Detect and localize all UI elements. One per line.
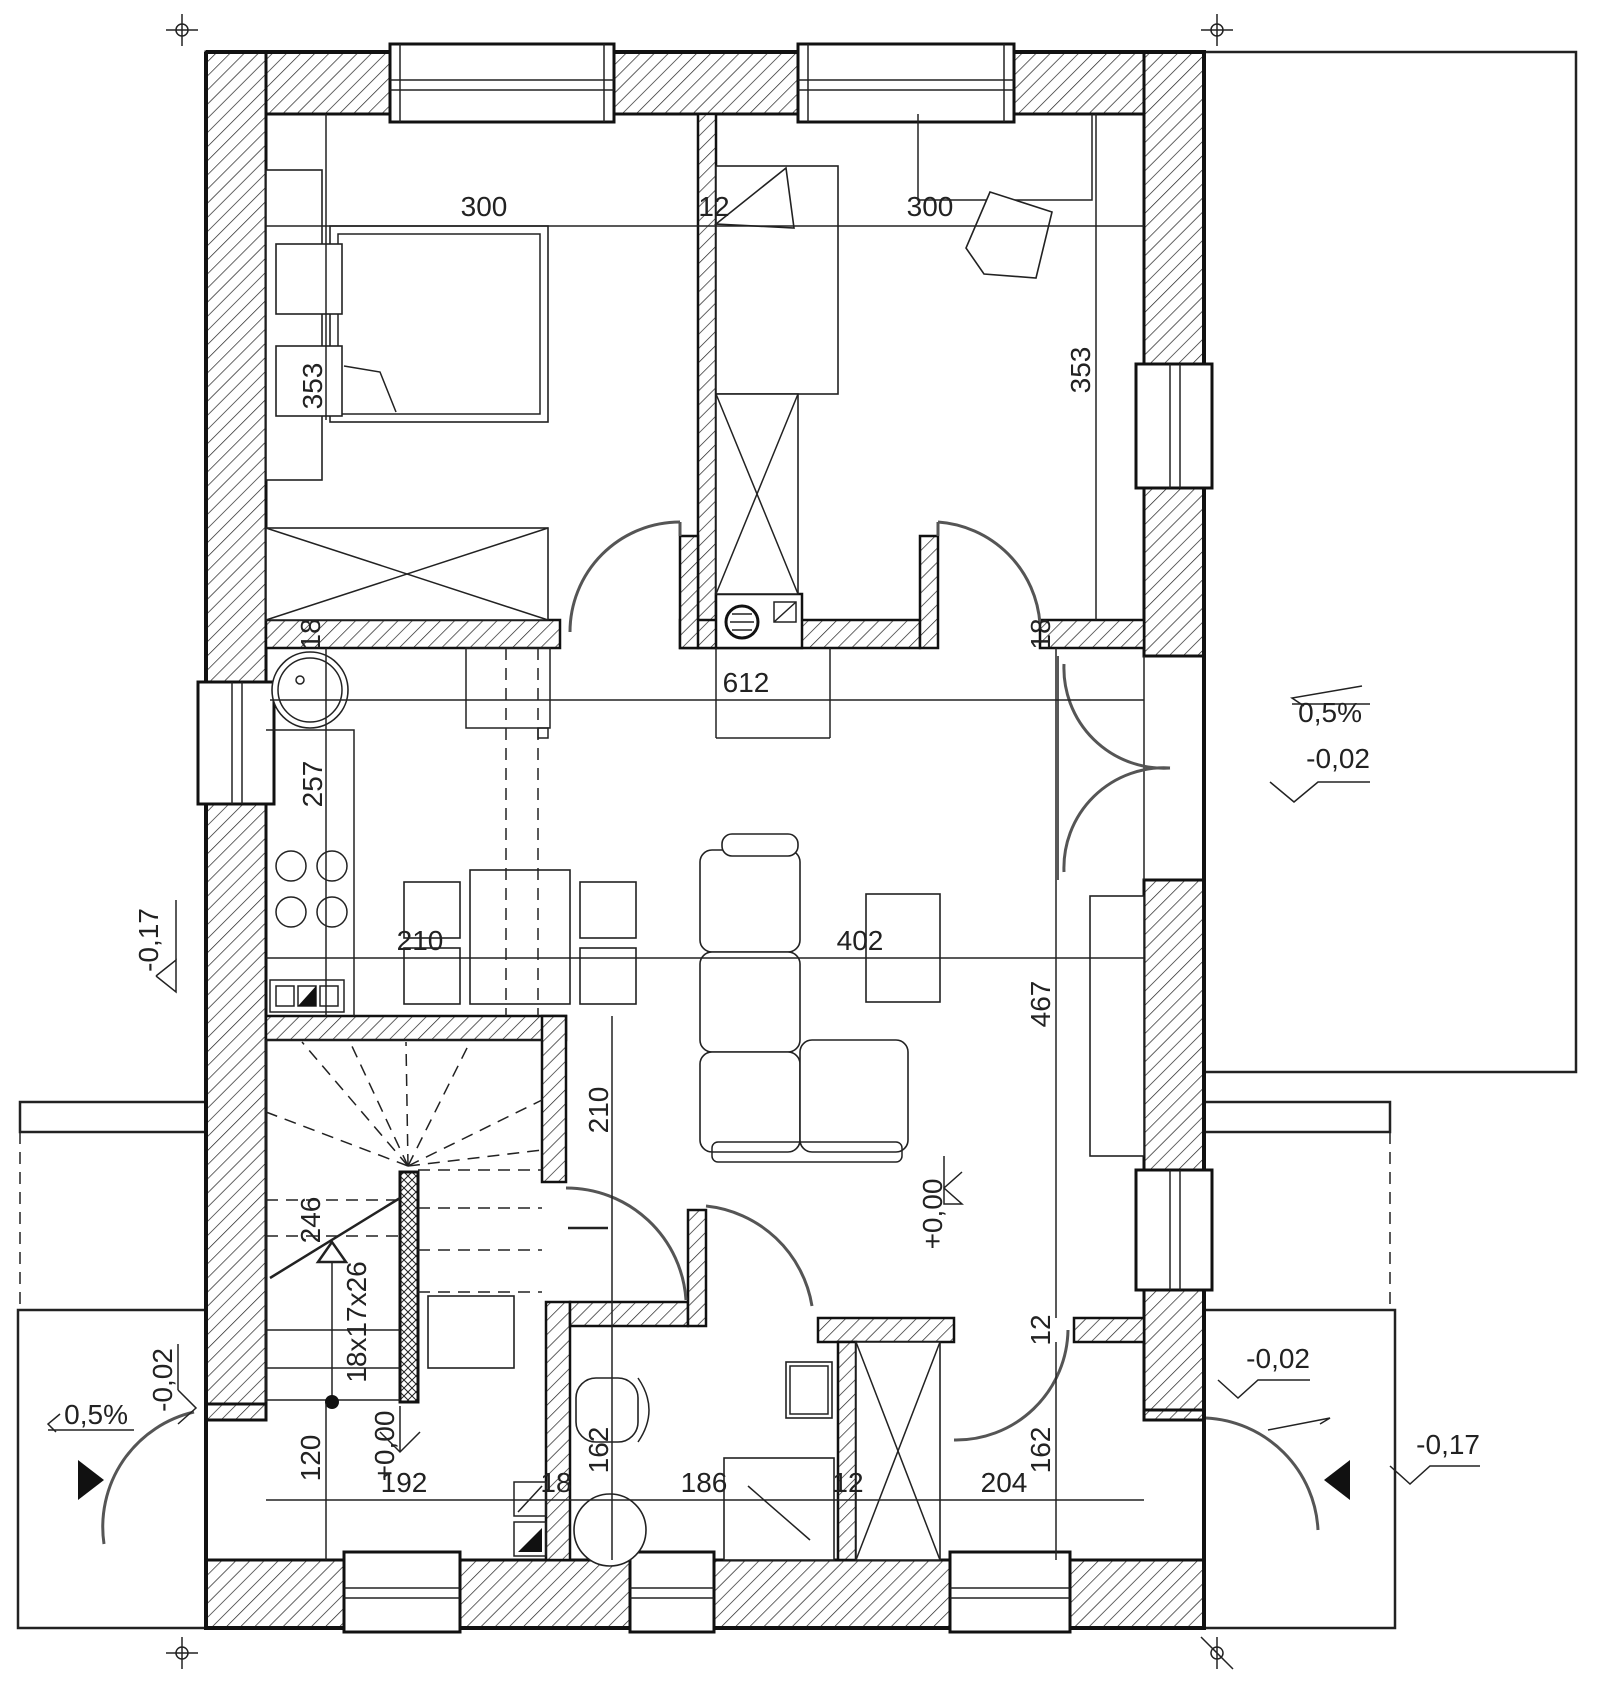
dim-stair-depth: 246 — [295, 1197, 326, 1244]
entrance-arrow-icon — [78, 1460, 104, 1500]
dim-hall-width: 612 — [723, 667, 770, 698]
wardrobe-left — [265, 169, 549, 621]
dim-kitchen-depth: 257 — [297, 761, 328, 808]
exterior-walls — [204, 50, 1206, 1630]
dining-set — [403, 648, 637, 1016]
axis-markers — [166, 14, 1234, 1670]
dim-partition-upper: 12 — [698, 191, 729, 222]
level-marker-icon: 0,5% -0,02 — [1269, 685, 1370, 803]
dim-wall-18-left: 18 — [295, 618, 326, 649]
dim-kitchen-width: 210 — [397, 925, 444, 956]
window-bottom-1 — [342, 1550, 462, 1634]
dim-bath-depth: 162 — [583, 1427, 614, 1474]
terrace-right — [1204, 50, 1578, 1074]
coffee-table — [865, 893, 941, 1003]
staircase — [265, 1039, 543, 1409]
balcony-door-right — [1057, 656, 1145, 880]
kitchen-counter — [266, 647, 551, 1016]
single-bed — [713, 165, 839, 395]
sofa — [699, 833, 909, 1163]
level-terrace-right: -0,02 — [1306, 743, 1370, 774]
dimension-texts: 300 12 300 353 353 18 18 612 257 210 402… — [295, 191, 1096, 1498]
utility-cabinet — [855, 1341, 941, 1561]
level-marker-icon: -0,17 — [1389, 1429, 1480, 1486]
dim-bedroom-right-width: 300 — [907, 191, 954, 222]
level-markers: +0,00 +0,00 0,5% -0,02 -0,17 -0,02 0,5% — [46, 685, 1480, 1486]
level-outside-right: -0,17 — [1416, 1429, 1480, 1460]
dim-bedroom-left-width: 300 — [461, 191, 508, 222]
dim-entry-width: 192 — [381, 1467, 428, 1498]
window-top-right — [796, 42, 1016, 124]
double-bed — [275, 225, 549, 423]
dim-living-width: 402 — [837, 925, 884, 956]
doors — [101, 520, 1320, 1545]
dim-room-bottom-right-width: 204 — [981, 1467, 1028, 1498]
dim-bath-width: 186 — [681, 1467, 728, 1498]
dim-stair-spec: 18x17x26 — [341, 1261, 372, 1382]
level-living-floor: +0,00 — [917, 1179, 948, 1250]
level-outside-left: -0,17 — [133, 908, 164, 972]
level-porch-right: -0,02 — [1246, 1343, 1310, 1374]
dim-bedroom-right-depth: 353 — [1065, 347, 1096, 394]
section-axis-marker-icon — [1200, 1636, 1234, 1670]
dim-entry-depth: 120 — [295, 1435, 326, 1482]
dimension-lines — [266, 114, 1144, 1560]
level-marker-icon: +0,00 — [917, 1156, 964, 1250]
window-right-upper — [1134, 362, 1214, 490]
wardrobe-right — [715, 393, 799, 595]
dim-wall-18-right: 18 — [1025, 618, 1056, 649]
dim-partition-bottom: 12 — [832, 1467, 863, 1498]
entrance-arrow-icon — [1324, 1460, 1350, 1500]
window-left — [196, 680, 276, 806]
level-porch-left: -0,02 — [147, 1348, 178, 1412]
section-axis-marker-icon — [166, 1637, 198, 1669]
entry-hall-furniture — [427, 648, 831, 1369]
furniture — [265, 114, 1145, 1567]
window-right-lower — [1134, 1168, 1214, 1292]
entrance-arrows — [78, 1460, 1350, 1500]
bathroom-fixtures — [513, 1361, 835, 1567]
level-marker-icon: -0,02 0,5% — [46, 1344, 198, 1433]
dim-bedroom-left-depth: 353 — [297, 363, 328, 410]
section-axis-marker-icon — [1201, 14, 1233, 46]
dim-partition-right: 12 — [1025, 1314, 1056, 1345]
dim-room-bottom-right-depth: 162 — [1025, 1427, 1056, 1474]
level-terrace-slope: 0,5% — [1298, 697, 1362, 728]
section-axis-marker-icon — [166, 14, 198, 46]
dim-wall-18-bottom: 18 — [540, 1467, 571, 1498]
level-marker-icon: -0,17 — [133, 900, 177, 994]
dim-stair-width: 210 — [583, 1087, 614, 1134]
desk-chair — [917, 114, 1093, 279]
window-bottom-2 — [628, 1550, 716, 1634]
chimney-icon — [714, 592, 804, 650]
level-entry-floor: +0,00 — [369, 1411, 400, 1482]
tv-cabinet — [1089, 895, 1145, 1157]
dim-living-depth: 467 — [1025, 981, 1056, 1028]
window-top-left — [388, 42, 616, 124]
window-bottom-3 — [948, 1550, 1072, 1634]
level-marker-icon: +0,00 — [369, 1406, 421, 1482]
level-marker-icon: -0,02 — [1217, 1343, 1331, 1431]
level-porch-left-slope: 0,5% — [64, 1399, 128, 1430]
windows — [196, 42, 1214, 1634]
